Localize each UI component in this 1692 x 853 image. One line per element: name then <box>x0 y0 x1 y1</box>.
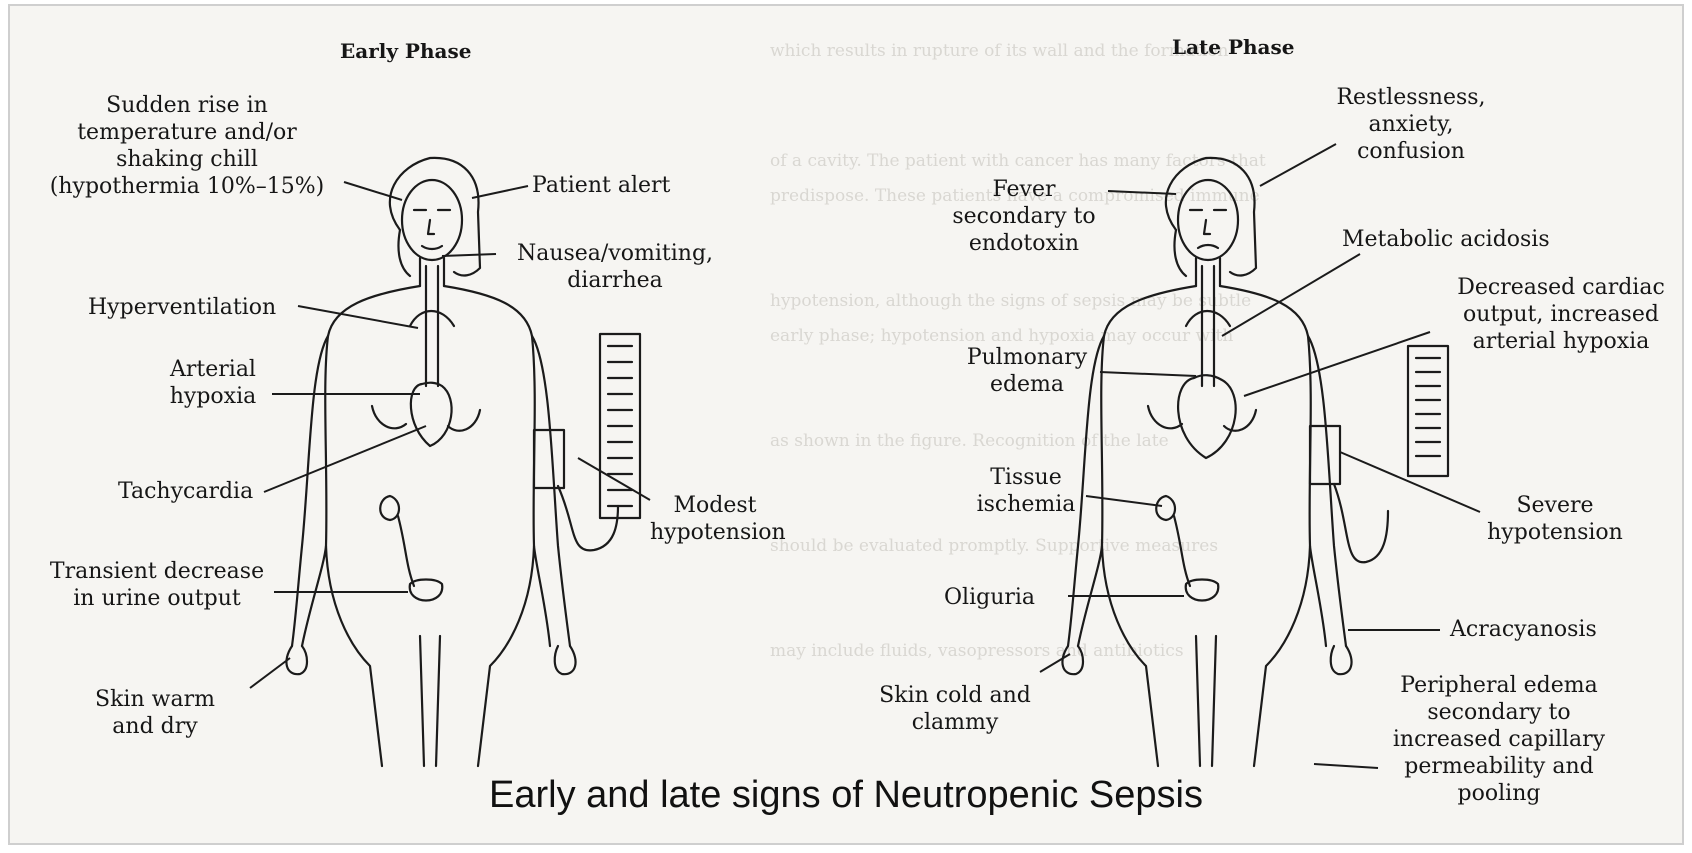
label-hyperventilation: Hyperventilation <box>88 294 276 321</box>
label-restlessness: Restlessness, anxiety, confusion <box>1336 84 1486 165</box>
svg-text:early phase; hypotension and h: early phase; hypotension and hypoxia may… <box>770 326 1233 346</box>
svg-text:which results in rupture of it: which results in rupture of its wall and… <box>770 41 1229 61</box>
label-patient-alert: Patient alert <box>532 172 670 199</box>
leader-skin <box>250 658 290 688</box>
slide-caption: Early and late signs of Neutropenic Seps… <box>10 774 1682 817</box>
label-tachycardia: Tachycardia <box>118 478 253 505</box>
label-arterial-hypoxia: Arterial hypoxia <box>156 356 270 410</box>
svg-text:of a cavity. The patient with: of a cavity. The patient with cancer has… <box>770 151 1266 171</box>
leader-alert <box>472 186 528 198</box>
label-modest-hypotension: Modest hypotension <box>650 492 780 546</box>
label-metabolic-acidosis: Metabolic acidosis <box>1342 226 1550 253</box>
label-urine-output: Transient decrease in urine output <box>40 558 274 612</box>
early-phase-heading: Early Phase <box>340 38 471 65</box>
leader-hypervent <box>298 306 418 328</box>
label-tissue-ischemia: Tissue ischemia <box>966 464 1086 518</box>
leader-edema <box>1314 764 1378 768</box>
label-severe-hypotension: Severe hypotension <box>1480 492 1630 546</box>
label-acracyanosis: Acracyanosis <box>1450 616 1597 643</box>
leader-cardiac <box>1244 332 1430 396</box>
label-temperature: Sudden rise in temperature and/or shakin… <box>22 92 352 200</box>
leader-hypotension-late <box>1340 452 1480 512</box>
label-decreased-cardiac: Decreased cardiac output, increased arte… <box>1450 274 1672 355</box>
svg-text:as shown in the figure. Recogn: as shown in the figure. Recognition of t… <box>770 431 1169 451</box>
leader-pulmonary <box>1100 372 1196 376</box>
label-fever: Fever secondary to endotoxin <box>948 176 1100 257</box>
late-phase-heading: Late Phase <box>1172 34 1294 61</box>
leader-ischemia <box>1086 496 1162 506</box>
label-pulmonary-edema: Pulmonary edema <box>954 344 1100 398</box>
label-nausea: Nausea/vomiting, diarrhea <box>500 240 730 294</box>
svg-text:hypotension, although the sign: hypotension, although the signs of sepsi… <box>770 291 1251 311</box>
svg-text:may include fluids, vasopresso: may include fluids, vasopressors and ant… <box>770 641 1184 661</box>
label-skin-cold: Skin cold and clammy <box>876 682 1034 736</box>
label-skin-warm: Skin warm and dry <box>94 686 216 740</box>
svg-text:should be evaluated promptly.: should be evaluated promptly. Supportive… <box>770 536 1218 556</box>
label-oliguria: Oliguria <box>944 584 1035 611</box>
leader-tachy <box>264 426 426 492</box>
leader-nausea <box>442 254 496 256</box>
diagram-slide: which results in rupture of its wall and… <box>8 4 1684 845</box>
leader-lines <box>250 144 1480 768</box>
leader-restless <box>1260 144 1336 186</box>
